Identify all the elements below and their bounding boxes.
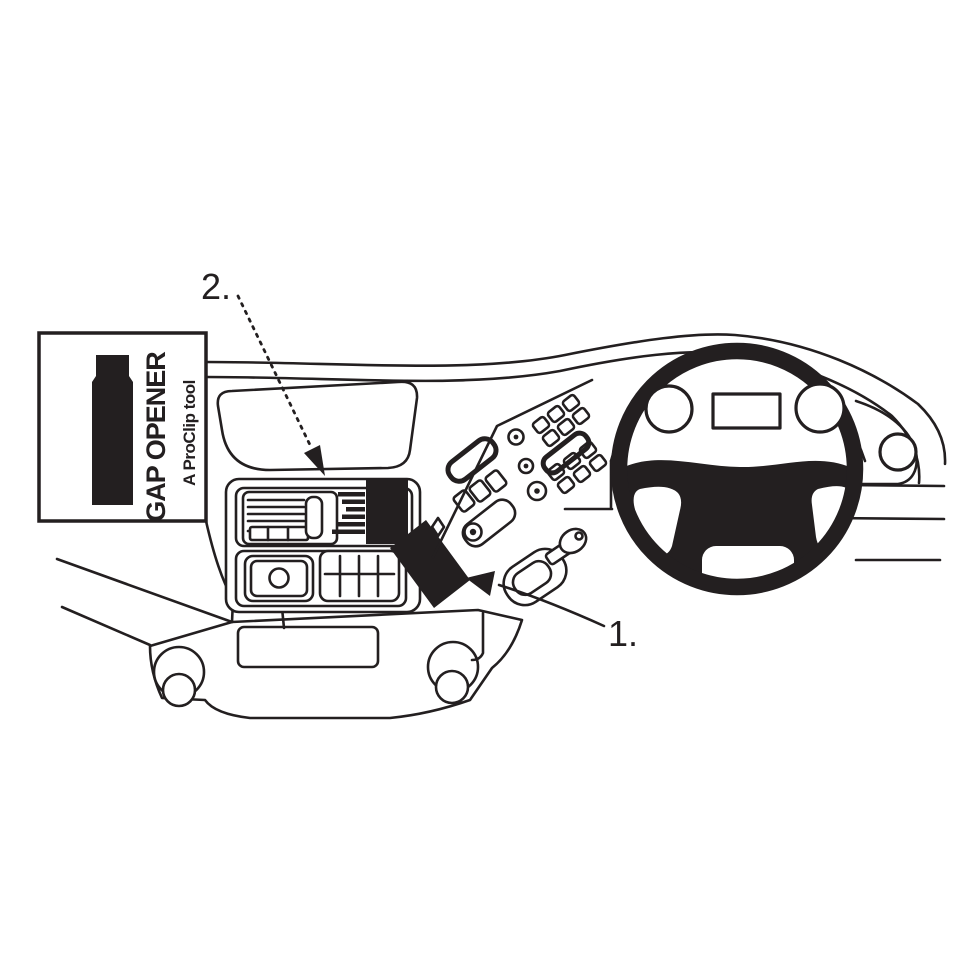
key-ring-hole xyxy=(574,531,584,541)
wheel-rim xyxy=(610,342,864,596)
switch-group-c xyxy=(546,440,608,495)
radio-preset-buttons xyxy=(248,525,310,542)
tool-box-subtitle: A ProClip tool xyxy=(180,380,199,486)
panel-gap-hatch xyxy=(332,492,365,534)
dash-edge-upper xyxy=(55,557,234,624)
wheel-button-right xyxy=(794,382,846,434)
stack-knobs xyxy=(507,428,548,502)
rocker-switch xyxy=(484,469,508,493)
gap-opener-tool-icon xyxy=(92,355,133,505)
vent-grid-lines xyxy=(323,554,396,598)
tool-box-title: GAP OPENER xyxy=(141,352,171,522)
lower-dash-seam xyxy=(470,611,485,662)
callout-2-label: 2. xyxy=(201,266,231,307)
right-panel-switch xyxy=(878,432,918,472)
callout-2-leader xyxy=(236,294,312,447)
radio-unit xyxy=(241,490,339,546)
lighter-plug xyxy=(268,567,290,589)
stack-left-edge xyxy=(431,378,594,559)
button xyxy=(588,453,608,473)
storage-tray xyxy=(216,380,419,472)
center-stack xyxy=(430,378,608,559)
button xyxy=(531,415,551,435)
steering-wheel xyxy=(610,342,864,596)
stack-dark-bar xyxy=(540,430,592,476)
right-switch-panel xyxy=(841,399,918,486)
button xyxy=(578,440,598,460)
button xyxy=(546,462,566,482)
gap-opener-box: GAP OPENER A ProClip tool xyxy=(37,331,208,523)
button xyxy=(546,404,566,424)
stack-lower-bar xyxy=(461,498,517,548)
button xyxy=(561,393,581,413)
button xyxy=(572,464,592,484)
stack-lower-button-dot xyxy=(469,528,477,536)
right-knob xyxy=(434,669,470,705)
mount-band-marker xyxy=(390,520,470,608)
dash-top-outer-curve xyxy=(204,333,947,466)
callout-1-leader xyxy=(497,583,606,628)
lower-dash-plate xyxy=(236,625,380,669)
switch-group-b xyxy=(531,393,591,448)
callout-2-arrowhead xyxy=(304,445,325,476)
switch-row-a xyxy=(452,469,508,513)
wheel-button-left xyxy=(644,384,694,434)
ignition-key xyxy=(502,527,588,607)
callout-1: 1. xyxy=(466,571,638,654)
button xyxy=(571,406,591,426)
mount-position-marker xyxy=(366,478,408,544)
radio-slot-bar xyxy=(304,495,324,540)
sparkle-diamond xyxy=(430,516,446,538)
callout-1-arrowhead xyxy=(466,571,495,596)
button xyxy=(562,451,582,471)
dash-edge-lower xyxy=(60,605,152,647)
left-knob xyxy=(161,672,197,708)
stack-air-vent xyxy=(445,436,499,484)
wheel-center-plate xyxy=(711,392,782,430)
rocker-switch xyxy=(468,479,492,503)
rocker-switch xyxy=(452,489,476,513)
callout-2: 2. xyxy=(201,266,325,476)
button xyxy=(556,475,576,495)
vent-grid xyxy=(318,549,401,603)
lower-dash-panel xyxy=(148,608,524,720)
lighter-socket xyxy=(243,554,315,603)
button xyxy=(541,428,561,448)
button xyxy=(556,417,576,437)
callout-1-label: 1. xyxy=(608,613,638,654)
